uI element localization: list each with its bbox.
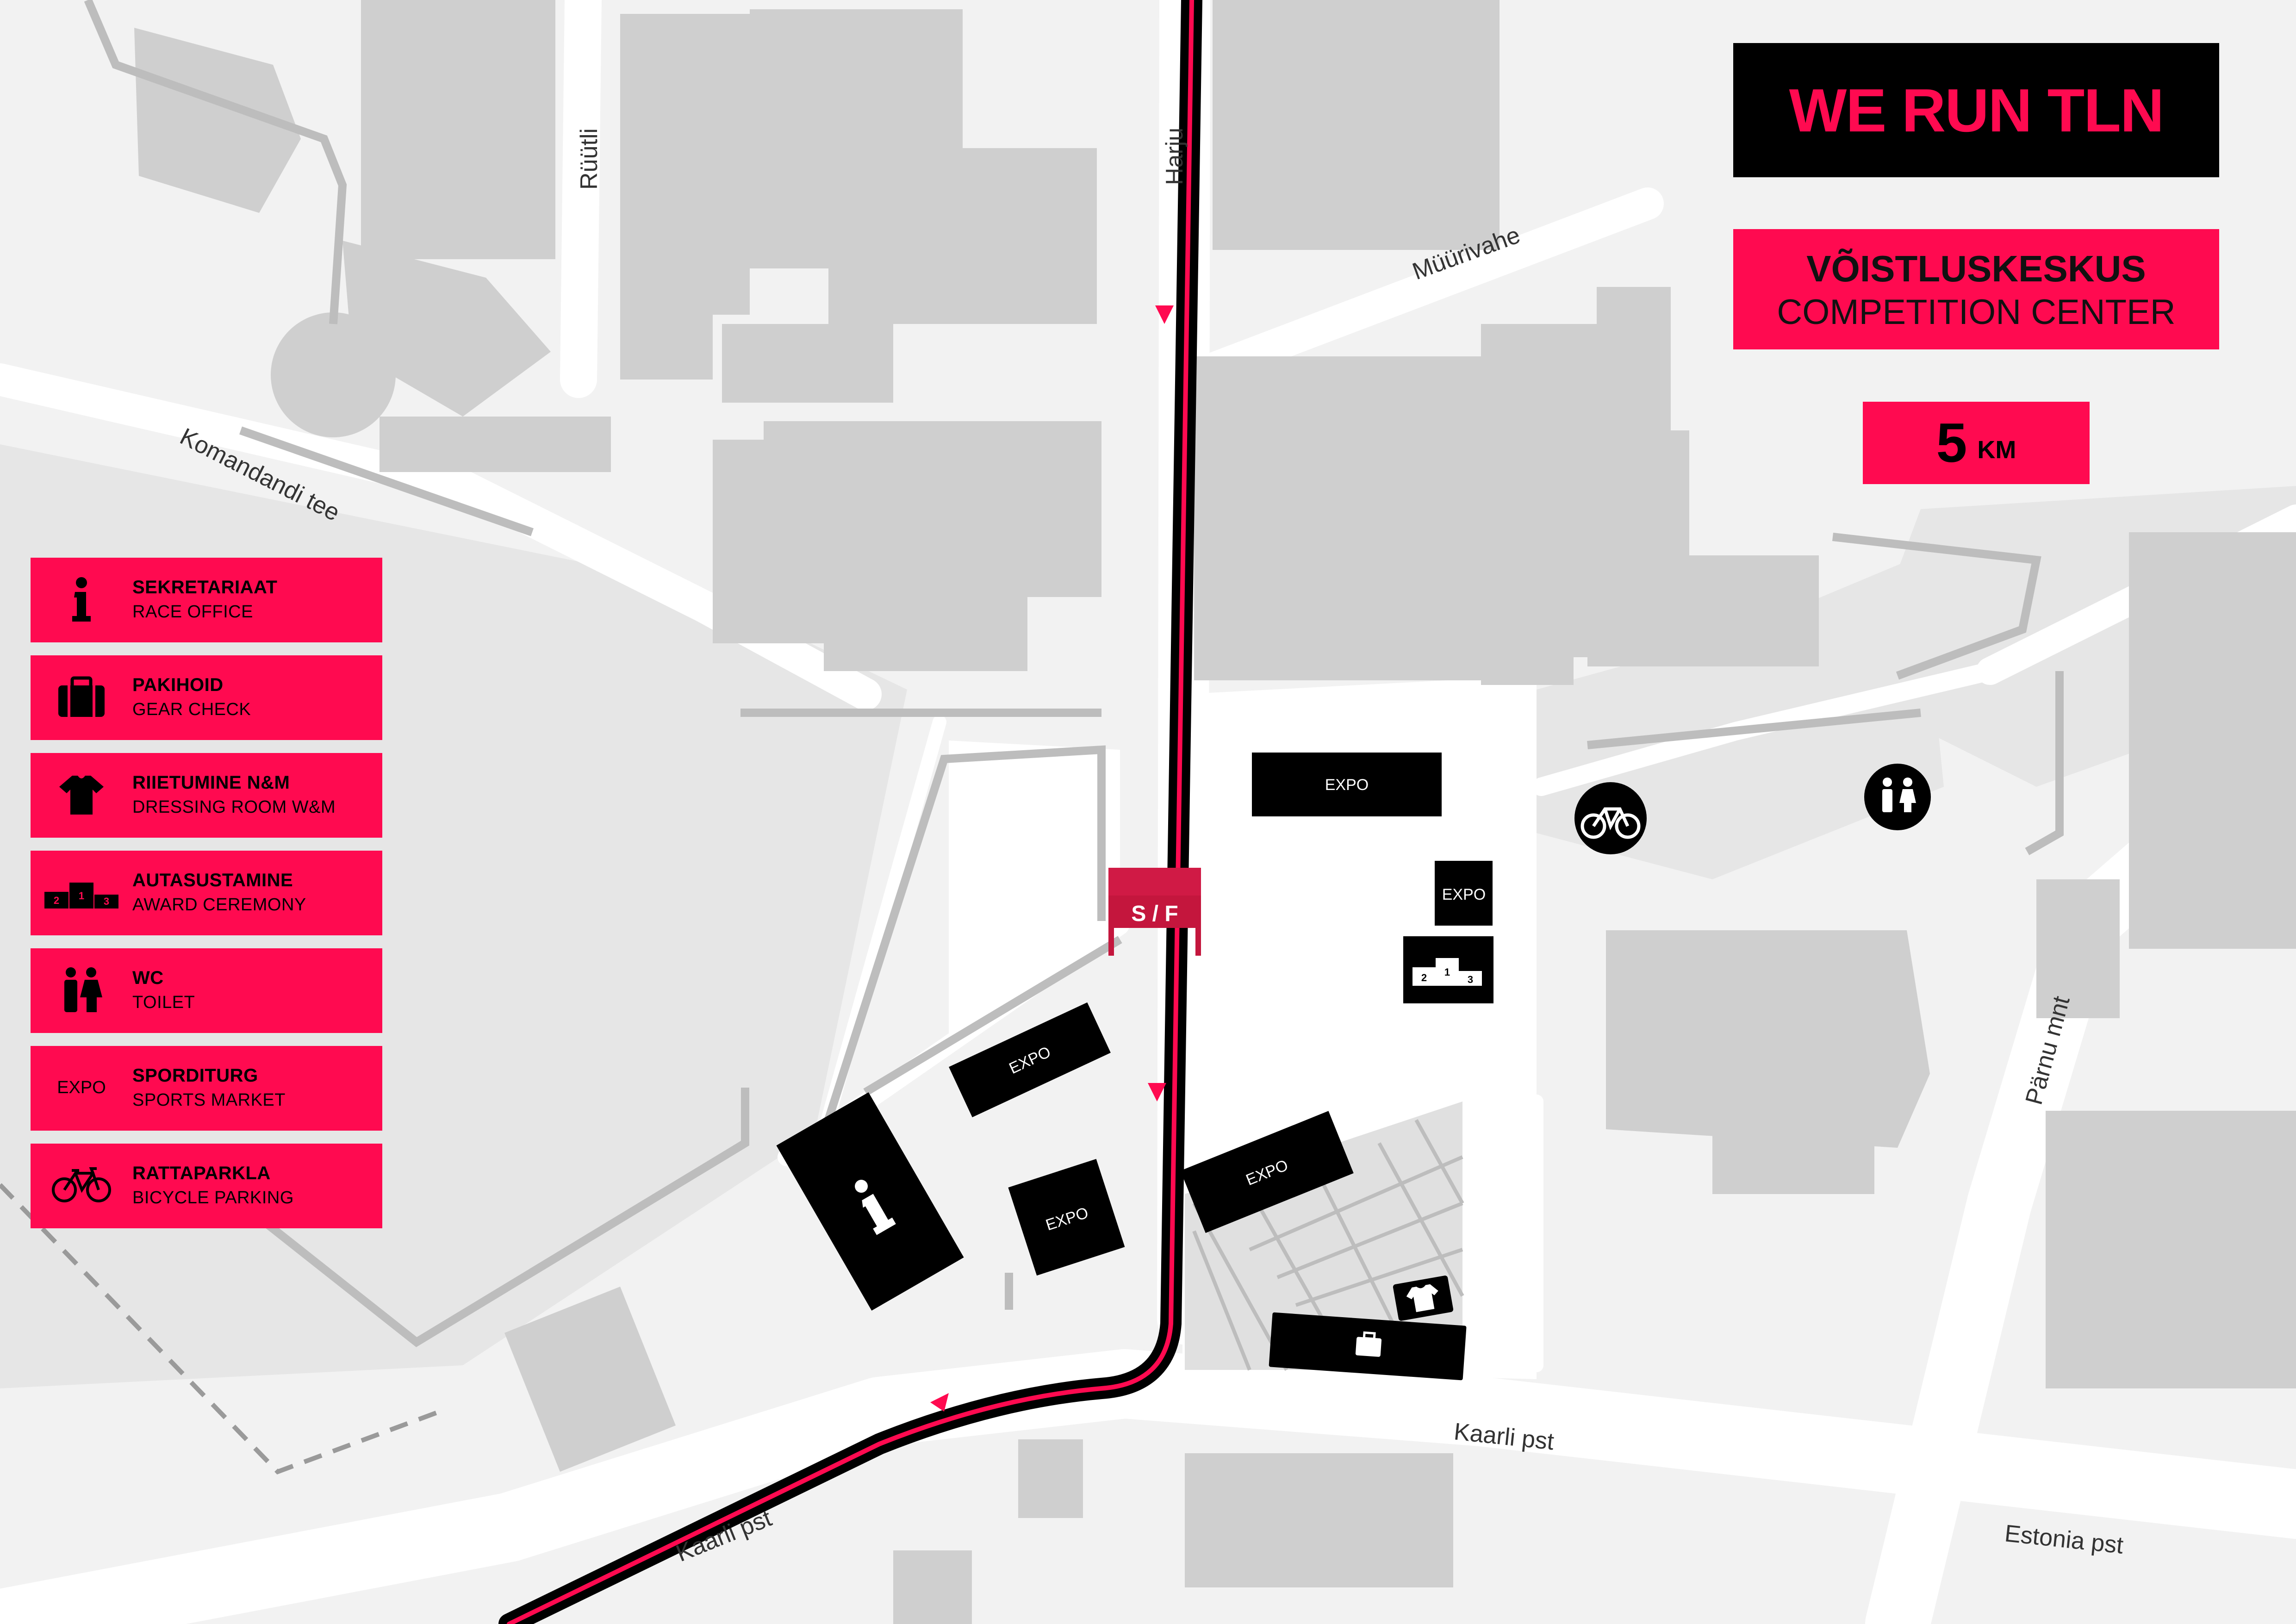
- bicycle-icon: [1580, 807, 1641, 839]
- podium-icon: 2 1 3: [44, 869, 118, 915]
- legend-item-bicycle-parking: RATTAPARKLA BICYCLE PARKING: [31, 1144, 382, 1228]
- competition-center-subtitle: COMPETITION CENTER: [1777, 292, 2176, 332]
- suitcase-icon: [44, 674, 118, 720]
- toilet[interactable]: [1864, 764, 1931, 830]
- toilet-icon: [44, 967, 118, 1013]
- svg-text:2: 2: [54, 895, 59, 906]
- expo-label: EXPO: [1325, 776, 1369, 794]
- distance-unit: KM: [1977, 436, 2016, 464]
- info-icon: [855, 1180, 868, 1193]
- shirt-icon: [44, 772, 118, 818]
- svg-text:1: 1: [79, 890, 84, 902]
- distance-value: 5: [1936, 412, 1967, 474]
- event-title: WE RUN TLN: [1789, 76, 2165, 144]
- legend-item-race-office: SEKRETARIAAT RACE OFFICE: [31, 558, 382, 642]
- route-direction-arrows: [930, 305, 1174, 1412]
- legend-item-sports-market: EXPO SPORDITURG SPORTS MARKET: [31, 1046, 382, 1131]
- toilet-icon: [1882, 778, 1916, 812]
- race-route: [498, 0, 1202, 1624]
- boundary-dashed-line: [0, 1183, 441, 1475]
- street-label-ruutli: Rüütli: [576, 128, 603, 190]
- competition-center-title: VÕISTLUSKESKUS: [1806, 248, 2146, 289]
- dressing-room[interactable]: [1393, 1275, 1454, 1321]
- suitcase-icon: [1355, 1331, 1382, 1357]
- expo-icon: EXPO: [57, 1077, 106, 1097]
- legend-item-dressing-room: RIIETUMINE N&M DRESSING ROOM W&M: [31, 753, 382, 838]
- start-finish-label: S / F: [1131, 902, 1178, 926]
- svg-text:3: 3: [104, 896, 109, 907]
- shirt-icon: [1406, 1284, 1438, 1313]
- svg-text:3: 3: [1468, 974, 1473, 985]
- bicycle-icon: [44, 1162, 118, 1208]
- expo-label: EXPO: [1442, 886, 1486, 903]
- award-ceremony-stage[interactable]: 2 1 3: [1403, 936, 1493, 1003]
- legend-item-toilet: WC TOILET: [31, 948, 382, 1033]
- race-office[interactable]: [776, 1092, 964, 1311]
- start-finish-gate[interactable]: S / F: [1108, 868, 1201, 956]
- info-icon: [44, 576, 118, 622]
- bicycle-parking[interactable]: [1574, 782, 1647, 854]
- event-title-box: WE RUN TLN: [1733, 43, 2219, 177]
- expo-tents[interactable]: EXPO EXPO EXPO EXPO EXPO: [949, 753, 1493, 1276]
- legend-item-gear-check: PAKIHOID GEAR CHECK: [31, 655, 382, 740]
- paths: [84, 0, 2064, 1347]
- svg-text:2: 2: [1421, 972, 1427, 983]
- podium-icon: 2 1 3: [1412, 958, 1482, 986]
- buildings: [134, 0, 2296, 1624]
- legend-item-award-ceremony: 2 1 3 AUTASUSTAMINE AWARD CEREMONY: [31, 851, 382, 935]
- competition-center-box: VÕISTLUSKESKUS COMPETITION CENTER: [1733, 229, 2219, 349]
- street-label-harju: Harju: [1161, 128, 1188, 185]
- gear-check[interactable]: [1269, 1312, 1467, 1381]
- distance-badge: 5 KM: [1863, 402, 2090, 484]
- svg-text:1: 1: [1444, 966, 1450, 978]
